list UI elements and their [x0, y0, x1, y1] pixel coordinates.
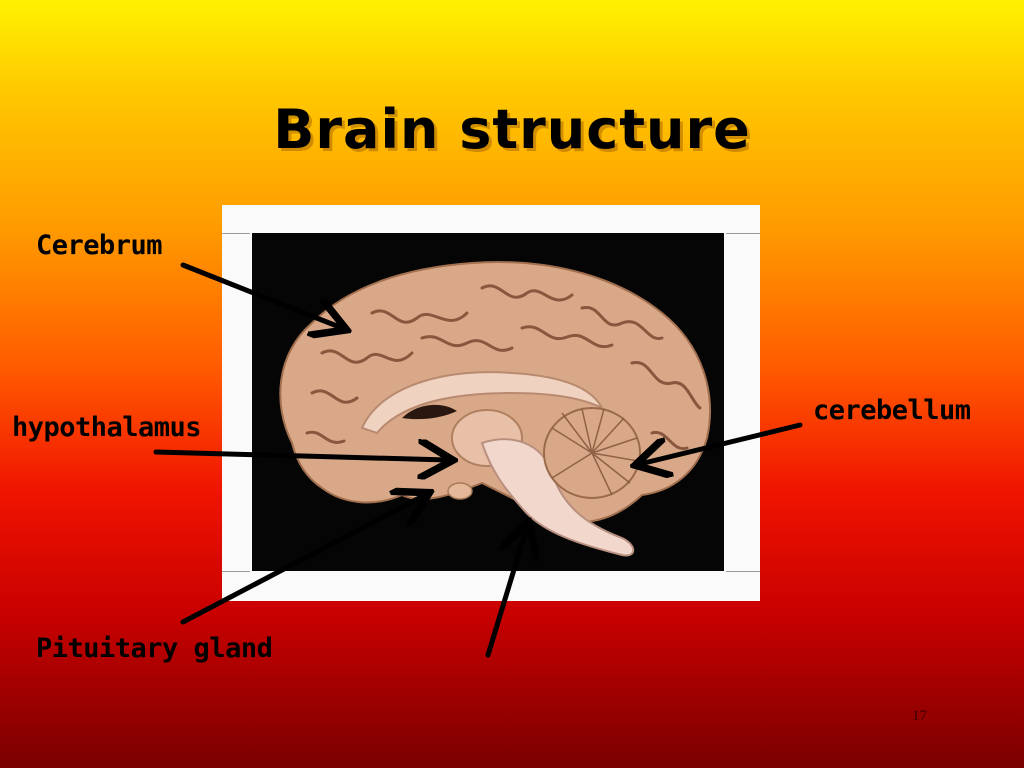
crop-mark: [222, 233, 250, 234]
pituitary-arrow: [180, 495, 425, 625]
crop-mark: [726, 233, 760, 234]
cerebrum-arrow: [180, 262, 342, 328]
hypothalamus-label: hypothalamus: [12, 412, 202, 443]
slide-number: 17: [912, 708, 927, 724]
crop-mark: [726, 571, 760, 572]
ventricle: [402, 404, 457, 420]
pituitary-gland-label: Pituitary gland: [36, 633, 273, 664]
crop-mark: [222, 571, 250, 572]
pituitary-region: [447, 482, 473, 500]
slide-title: Brain structure: [273, 98, 751, 161]
gyri-folds: [305, 284, 702, 451]
cerebellum-arrow: [640, 422, 803, 464]
cerebellum-label: cerebellum: [813, 395, 971, 426]
cerebrum-label: Cerebrum: [36, 230, 163, 261]
brainstem-arrow: [485, 527, 527, 658]
hypothalamus-arrow: [153, 452, 448, 460]
brain-photo-frame: [222, 205, 760, 601]
